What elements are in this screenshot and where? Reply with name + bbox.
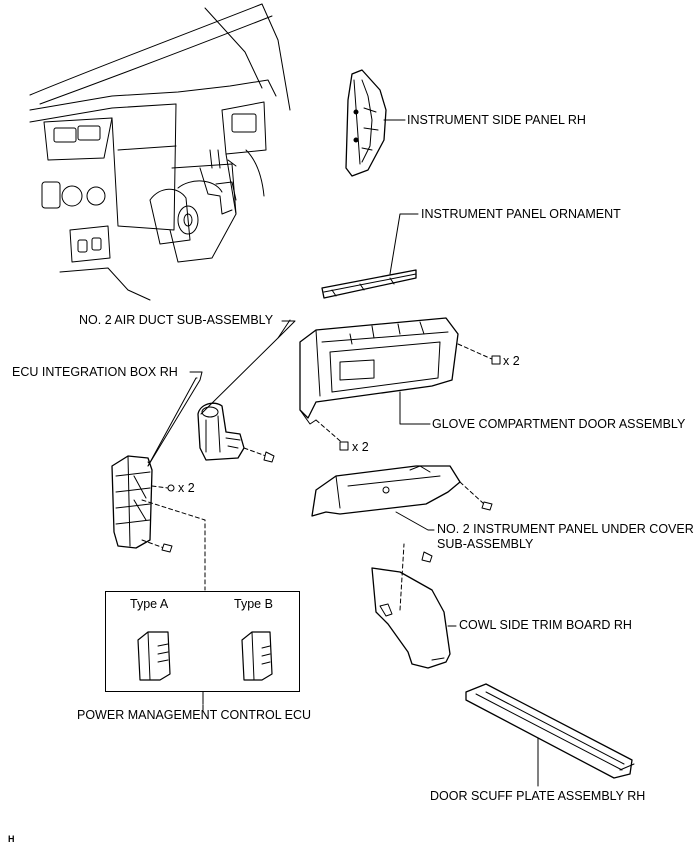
- leader-ornament: [389, 213, 419, 275]
- instrument-panel-ornament-part: [321, 213, 419, 299]
- cowl-side-trim-part: [371, 543, 457, 669]
- instrument-side-panel-rh-part: [345, 69, 406, 177]
- label-ecu-integration-box-rh: ECU INTEGRATION BOX RH: [12, 365, 178, 379]
- label-cowl-side-trim: COWL SIDE TRIM BOARD RH: [459, 618, 632, 632]
- air-duct-screw: [243, 447, 275, 463]
- power-ecu-type-b: [241, 631, 273, 681]
- leader-air-duct: [277, 320, 296, 339]
- dashboard-overview-illustration: [29, 3, 291, 301]
- qty-glove-bolts: x 2: [503, 354, 520, 368]
- label-no2-air-duct: NO. 2 AIR DUCT SUB-ASSEMBLY: [79, 313, 274, 327]
- leader-glove: [399, 391, 431, 425]
- glove-compartment-door-part: [299, 317, 501, 451]
- label-power-management-ecu: POWER MANAGEMENT CONTROL ECU: [77, 708, 312, 722]
- ecu-integration-box-part: [111, 371, 206, 591]
- label-instrument-panel-ornament: INSTRUMENT PANEL ORNAMENT: [421, 207, 621, 221]
- qty-ecu-box-bolts: x 2: [178, 481, 195, 495]
- door-scuff-plate-part: [465, 683, 635, 787]
- label-glove-compartment-door: GLOVE COMPARTMENT DOOR ASSEMBLY: [432, 417, 686, 431]
- leader-ecu-box: [147, 371, 203, 467]
- qty-glove-lower-bolts: x 2: [352, 440, 369, 454]
- label-instrument-side-panel-rh: INSTRUMENT SIDE PANEL RH: [407, 113, 586, 127]
- no2-under-cover-part: [311, 465, 493, 531]
- label-type-b: Type B: [234, 597, 273, 611]
- label-type-a: Type A: [130, 597, 169, 611]
- label-no2-under-cover: NO. 2 INSTRUMENT PANEL UNDER COVER SUB-A…: [437, 522, 694, 551]
- power-ecu-type-a: [137, 631, 171, 681]
- leader-under-cover: [395, 511, 435, 531]
- leader-ecu-to-box: [141, 499, 206, 591]
- power-ecu-type-box: Type A Type B: [105, 591, 300, 692]
- label-door-scuff-plate: DOOR SCUFF PLATE ASSEMBLY RH: [430, 789, 646, 803]
- footer-code: H: [8, 834, 15, 844]
- no2-air-duct-part: [197, 319, 296, 463]
